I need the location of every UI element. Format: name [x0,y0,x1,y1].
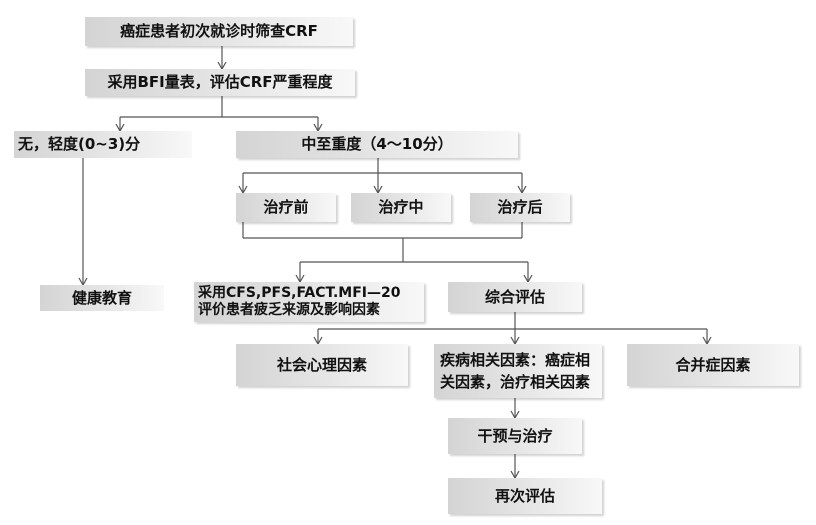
box-comorbidity-factors: 合并症因素 [627,344,799,386]
box-moderate-severe: 中至重度（4～10分） [236,131,518,158]
box-disease-related-factors: 疾病相关因素：癌症相 关因素，治疗相关因素 [434,344,602,398]
box-reassessment: 再次评估 [448,478,602,514]
box-psychosocial-factors: 社会心理因素 [236,344,408,386]
box-after-treatment: 治疗后 [470,193,570,222]
box-bfi-assessment: 采用BFI量表，评估CRF严重程度 [85,69,355,96]
box-mild-score: 无，轻度(0~3)分 [14,131,192,158]
box-intervention-treatment: 干预与治疗 [448,418,582,454]
box-comprehensive-assessment: 综合评估 [448,282,582,312]
box-during-treatment: 治疗中 [351,193,451,222]
box-assessment-tools: 采用CFS,PFS,FACT.MFI—20 评价患者疲乏来源及影响因素 [194,282,424,322]
box-screening: 癌症患者初次就诊时筛查CRF [85,17,353,46]
box-before-treatment: 治疗前 [236,193,336,222]
box-health-education: 健康教育 [40,285,164,311]
